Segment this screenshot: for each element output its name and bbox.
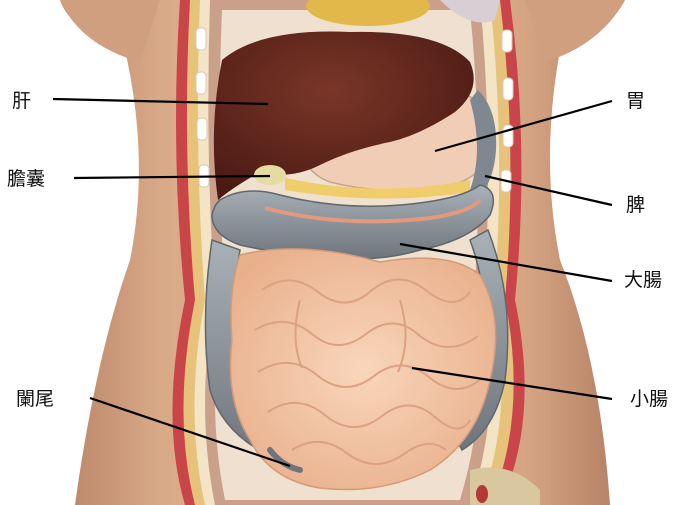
label-liver: 肝: [12, 90, 32, 112]
upper-organs: [306, 0, 500, 26]
leader-line-stomach: [434, 99, 613, 153]
label-small-intestine: 小腸: [630, 388, 669, 410]
leader-line-gallbladder: [73, 174, 271, 180]
leader-lines: [52, 97, 613, 468]
leader-line-liver: [52, 97, 269, 106]
omentum-band: [285, 178, 470, 199]
gallbladder-shape: [254, 165, 286, 185]
label-large-intestine: 大腸: [624, 269, 663, 291]
label-appendix: 闌尾: [16, 388, 55, 410]
label-gallbladder: 膽囊: [7, 168, 46, 190]
leader-line-spleen: [484, 174, 613, 207]
small-intestine-loops: [254, 278, 483, 465]
leader-line-large-intestine: [399, 242, 613, 283]
label-stomach: 胃: [626, 90, 646, 112]
leader-line-appendix: [89, 396, 291, 468]
leader-line-small-intestine: [411, 366, 613, 401]
small-intestine-shape: [229, 248, 497, 491]
liver-shape: [213, 31, 474, 200]
spleen-shape: [470, 90, 497, 195]
label-spleen: 脾: [626, 194, 646, 216]
